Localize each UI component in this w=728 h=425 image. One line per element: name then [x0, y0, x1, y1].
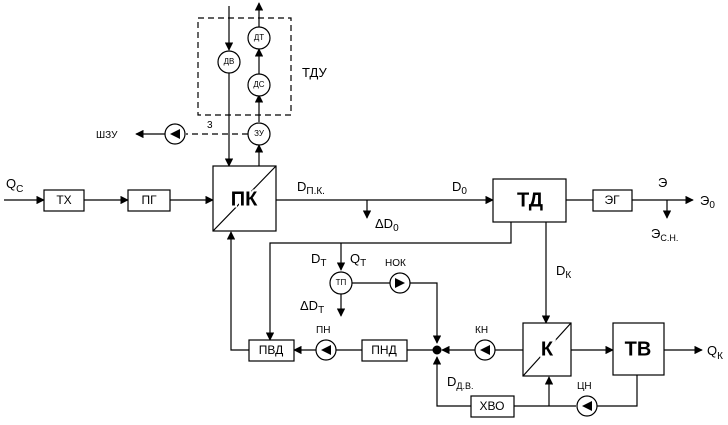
tdu-dashed-frame	[197, 17, 292, 116]
label-dd0: ΔD0	[375, 216, 399, 234]
pump-nok	[389, 272, 411, 294]
label-qt: QТ	[350, 251, 366, 269]
label-esn: ЭС.Н.	[651, 226, 678, 243]
svg-text:ЗУ: ЗУ	[254, 129, 265, 138]
svg-text:ДТ: ДТ	[254, 33, 264, 42]
svg-text:ПВД: ПВД	[259, 343, 284, 357]
line-td-pvd	[265, 222, 512, 341]
label-dpk: DП.К.	[297, 179, 325, 197]
label-qk: QК	[707, 343, 723, 362]
pump-kn	[474, 339, 496, 361]
line-nok-junction	[410, 282, 442, 344]
block-pk: ПК	[212, 165, 277, 232]
node-dv: ДВ	[217, 50, 241, 74]
svg-text:ТХ: ТХ	[56, 193, 71, 207]
label-3: 3	[207, 120, 213, 131]
block-td	[492, 178, 567, 223]
block-k: К	[522, 322, 572, 377]
svg-text:К: К	[541, 338, 554, 360]
node-tp: ТП	[329, 271, 353, 295]
line-hvo-junction	[432, 356, 471, 407]
svg-text:ПК: ПК	[231, 188, 258, 210]
label-cn: ЦН	[577, 381, 592, 392]
label-dk: DК	[556, 263, 571, 281]
node-dt: ДТ	[247, 26, 271, 50]
label-ddt: ΔDТ	[300, 298, 324, 316]
svg-text:ТП: ТП	[336, 278, 347, 287]
svg-text:ТД: ТД	[517, 189, 543, 211]
svg-text:ХВО: ХВО	[480, 399, 505, 413]
pump-pn	[315, 339, 337, 361]
label-kn: КН	[475, 325, 488, 336]
line-pvd-pk	[226, 231, 249, 351]
label-nok: НОК	[385, 258, 406, 269]
node-ds: ДС	[247, 73, 271, 97]
svg-text:ПГ: ПГ	[141, 193, 157, 207]
label-dt: DТ	[311, 251, 327, 269]
line-tv-cn	[597, 375, 638, 407]
label-pn: ПН	[316, 325, 330, 336]
label-d0: D0	[452, 179, 467, 197]
junction-node	[432, 345, 442, 355]
tdu-label: ТДУ	[302, 65, 327, 80]
block-tv	[612, 322, 665, 376]
label-shzu: ШЗУ	[96, 130, 118, 141]
label-ddv: DД.В.	[447, 374, 474, 391]
label-e: Э	[658, 175, 667, 190]
svg-text:ДС: ДС	[253, 80, 264, 89]
pump-cn	[576, 395, 598, 417]
svg-text:ЭГ: ЭГ	[604, 193, 620, 207]
svg-text:ПНД: ПНД	[371, 343, 396, 357]
pump-shzu	[164, 123, 186, 145]
label-e0: Э0	[700, 193, 715, 211]
label-qc: QС	[6, 176, 23, 195]
svg-text:ДВ: ДВ	[224, 57, 235, 66]
node-zu: ЗУ	[247, 122, 271, 146]
svg-text:ТВ: ТВ	[625, 338, 652, 360]
